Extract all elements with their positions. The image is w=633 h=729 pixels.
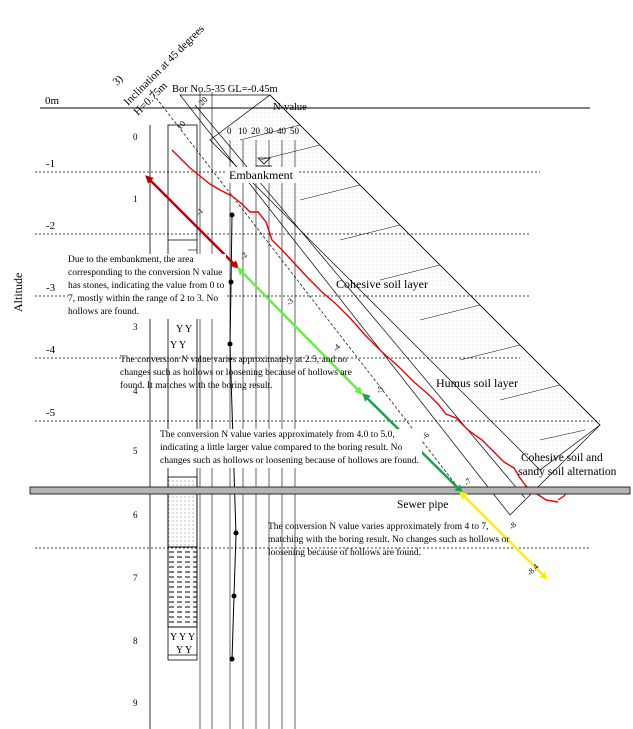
svg-text:30: 30 (264, 126, 274, 136)
svg-text:-2: -2 (46, 220, 55, 232)
sewer-pipe (29, 486, 631, 495)
svg-text:5: 5 (133, 446, 138, 456)
svg-text:-2: -2 (238, 250, 249, 261)
sewer-pipe-label: Sewer pipe (397, 499, 448, 511)
nvalue-ticks: 0 10 20 30 40 50 (227, 126, 300, 136)
svg-text:-3: -3 (46, 282, 56, 294)
embankment-box (227, 167, 297, 183)
depth-labels: 0 1 2 3 4 5 6 7 8 9 (133, 132, 138, 708)
svg-text:8: 8 (133, 636, 138, 646)
svg-text:-6: -6 (420, 430, 431, 441)
svg-text:9: 9 (133, 698, 138, 708)
svg-text:-3: -3 (284, 296, 295, 307)
note-alternation: The conversion N value varies approximat… (268, 522, 510, 558)
section-number: 3) (111, 73, 126, 88)
boring-label: Bor No.5-35 GL=-0.45m (172, 84, 278, 95)
svg-text:-7: -7 (462, 476, 473, 487)
svg-text:-8.4: -8.4 (525, 562, 540, 577)
inclined-grid (239, 124, 586, 441)
layer-label-humus: Humus soil layer (436, 376, 518, 390)
svg-text:-8: -8 (507, 520, 518, 531)
altitude-level-labels: 0m -1 -2 -3 -4 -5 (45, 95, 60, 419)
svg-text:Y Y: Y Y (176, 645, 192, 656)
svg-text:1: 1 (133, 194, 138, 204)
arrow-cohesive (237, 267, 363, 395)
svg-text:50: 50 (290, 126, 300, 136)
soil-symbols: Y Y Y Y Y Y Y Y Y (170, 324, 195, 656)
layer-label-alternation-2: sandy soil alternation (518, 466, 617, 478)
svg-text:-5: -5 (46, 407, 56, 419)
note-embankment: Due to the embankment, the area correspo… (68, 254, 226, 319)
svg-text:-1: -1 (194, 206, 205, 217)
diag-tick-20: 20 (196, 94, 209, 107)
svg-text:3: 3 (133, 322, 138, 332)
note-cohesive: The conversion N value varies approximat… (120, 355, 352, 391)
diag-tick-10: 10 (174, 118, 187, 131)
nvalue-label: N-value (273, 102, 307, 113)
svg-text:-4: -4 (46, 344, 56, 356)
svg-text:0m: 0m (45, 95, 60, 107)
layer-label-alternation-1: Cohesive soil and (521, 452, 603, 464)
svg-text:40: 40 (277, 126, 287, 136)
arrow-embankment (145, 175, 239, 269)
svg-text:7: 7 (133, 573, 138, 583)
svg-text:-5: -5 (374, 384, 385, 395)
layer-label-embankment: Embankment (229, 168, 294, 182)
axis-label-altitude: Altitude (11, 273, 25, 312)
svg-text:0: 0 (133, 132, 138, 142)
svg-text:-1: -1 (46, 158, 55, 170)
svg-text:Y Y: Y Y (170, 340, 186, 351)
svg-text:Y Y: Y Y (176, 324, 192, 335)
svg-text:6: 6 (133, 510, 138, 520)
svg-text:10: 10 (238, 126, 248, 136)
svg-text:0: 0 (227, 126, 232, 136)
svg-text:Y Y Y: Y Y Y (170, 632, 195, 643)
note-humus: The conversion N value varies approximat… (160, 429, 422, 468)
layer-label-cohesive: Cohesive soil layer (336, 277, 428, 291)
embankment-symbol (256, 157, 272, 167)
svg-text:20: 20 (251, 126, 261, 136)
svg-text:-4: -4 (331, 342, 342, 353)
arrow-alternation (459, 491, 548, 580)
svg-text:4: 4 (133, 386, 138, 396)
